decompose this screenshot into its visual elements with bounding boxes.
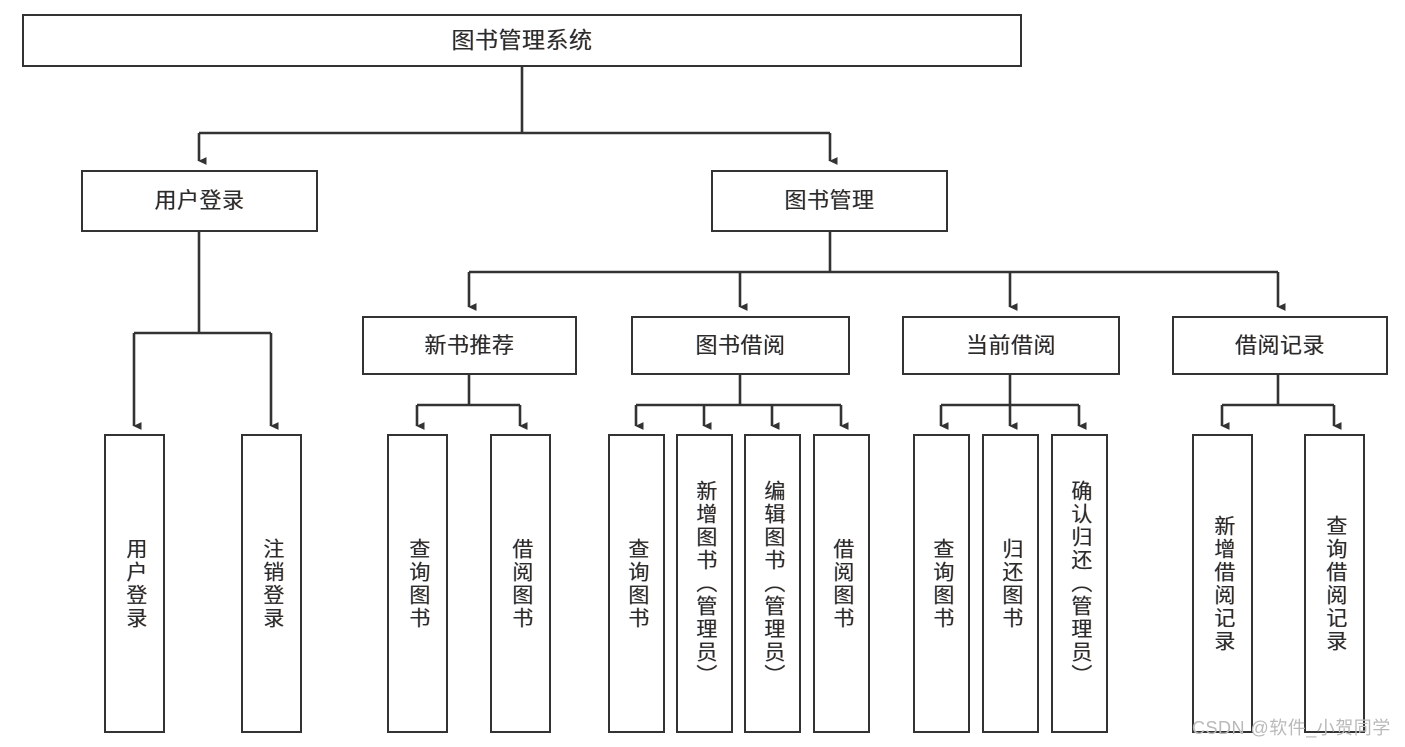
node-leaf-user-login[interactable]: 用户登录	[104, 434, 165, 733]
node-leaf-query-book-2-label: 查询图书	[625, 537, 649, 630]
node-leaf-return-book-label: 归还图书	[999, 537, 1023, 630]
node-leaf-add-record[interactable]: 新增借阅记录	[1192, 434, 1253, 733]
node-leaf-confirm-return[interactable]: 确认归还（管理员）	[1051, 434, 1108, 733]
node-new-book-recommend[interactable]: 新书推荐	[362, 316, 577, 375]
node-leaf-borrow-book-2[interactable]: 借阅图书	[813, 434, 870, 733]
node-leaf-logout[interactable]: 注销登录	[241, 434, 302, 733]
node-leaf-query-book-1-label: 查询图书	[406, 537, 430, 630]
node-book-manage-label: 图书管理	[784, 188, 875, 214]
node-leaf-borrow-book-1[interactable]: 借阅图书	[490, 434, 551, 733]
node-borrow-record-label: 借阅记录	[1234, 332, 1325, 358]
watermark: CSDN @软件_小贺同学	[1192, 718, 1391, 738]
node-leaf-query-book-2[interactable]: 查询图书	[608, 434, 665, 733]
node-leaf-query-book-1[interactable]: 查询图书	[387, 434, 448, 733]
node-book-borrow-label: 图书借阅	[695, 332, 786, 358]
node-current-borrow[interactable]: 当前借阅	[902, 316, 1120, 375]
node-leaf-query-record-label: 查询借阅记录	[1323, 514, 1347, 653]
node-current-borrow-label: 当前借阅	[965, 332, 1056, 358]
node-leaf-return-book[interactable]: 归还图书	[982, 434, 1039, 733]
node-leaf-borrow-book-1-label: 借阅图书	[509, 537, 533, 630]
node-root-label: 图书管理系统	[451, 26, 593, 53]
node-user-login[interactable]: 用户登录	[81, 170, 318, 232]
node-leaf-query-book-3-label: 查询图书	[930, 537, 954, 630]
node-leaf-borrow-book-2-label: 借阅图书	[830, 537, 854, 630]
node-leaf-logout-label: 注销登录	[260, 537, 284, 630]
node-book-manage[interactable]: 图书管理	[711, 170, 948, 232]
node-new-book-recommend-label: 新书推荐	[424, 332, 515, 358]
node-leaf-add-book[interactable]: 新增图书（管理员）	[676, 434, 733, 733]
node-leaf-edit-book-label: 编辑图书（管理员）	[761, 480, 785, 687]
node-leaf-user-login-label: 用户登录	[123, 537, 147, 630]
node-leaf-confirm-return-label: 确认归还（管理员）	[1068, 480, 1092, 687]
node-leaf-add-book-label: 新增图书（管理员）	[693, 480, 717, 687]
node-leaf-add-record-label: 新增借阅记录	[1211, 514, 1235, 653]
node-book-borrow[interactable]: 图书借阅	[631, 316, 850, 375]
node-leaf-edit-book[interactable]: 编辑图书（管理员）	[744, 434, 801, 733]
node-leaf-query-record[interactable]: 查询借阅记录	[1304, 434, 1365, 733]
node-user-login-label: 用户登录	[154, 188, 245, 214]
node-root[interactable]: 图书管理系统	[22, 14, 1022, 67]
node-leaf-query-book-3[interactable]: 查询图书	[913, 434, 970, 733]
node-borrow-record[interactable]: 借阅记录	[1172, 316, 1388, 375]
